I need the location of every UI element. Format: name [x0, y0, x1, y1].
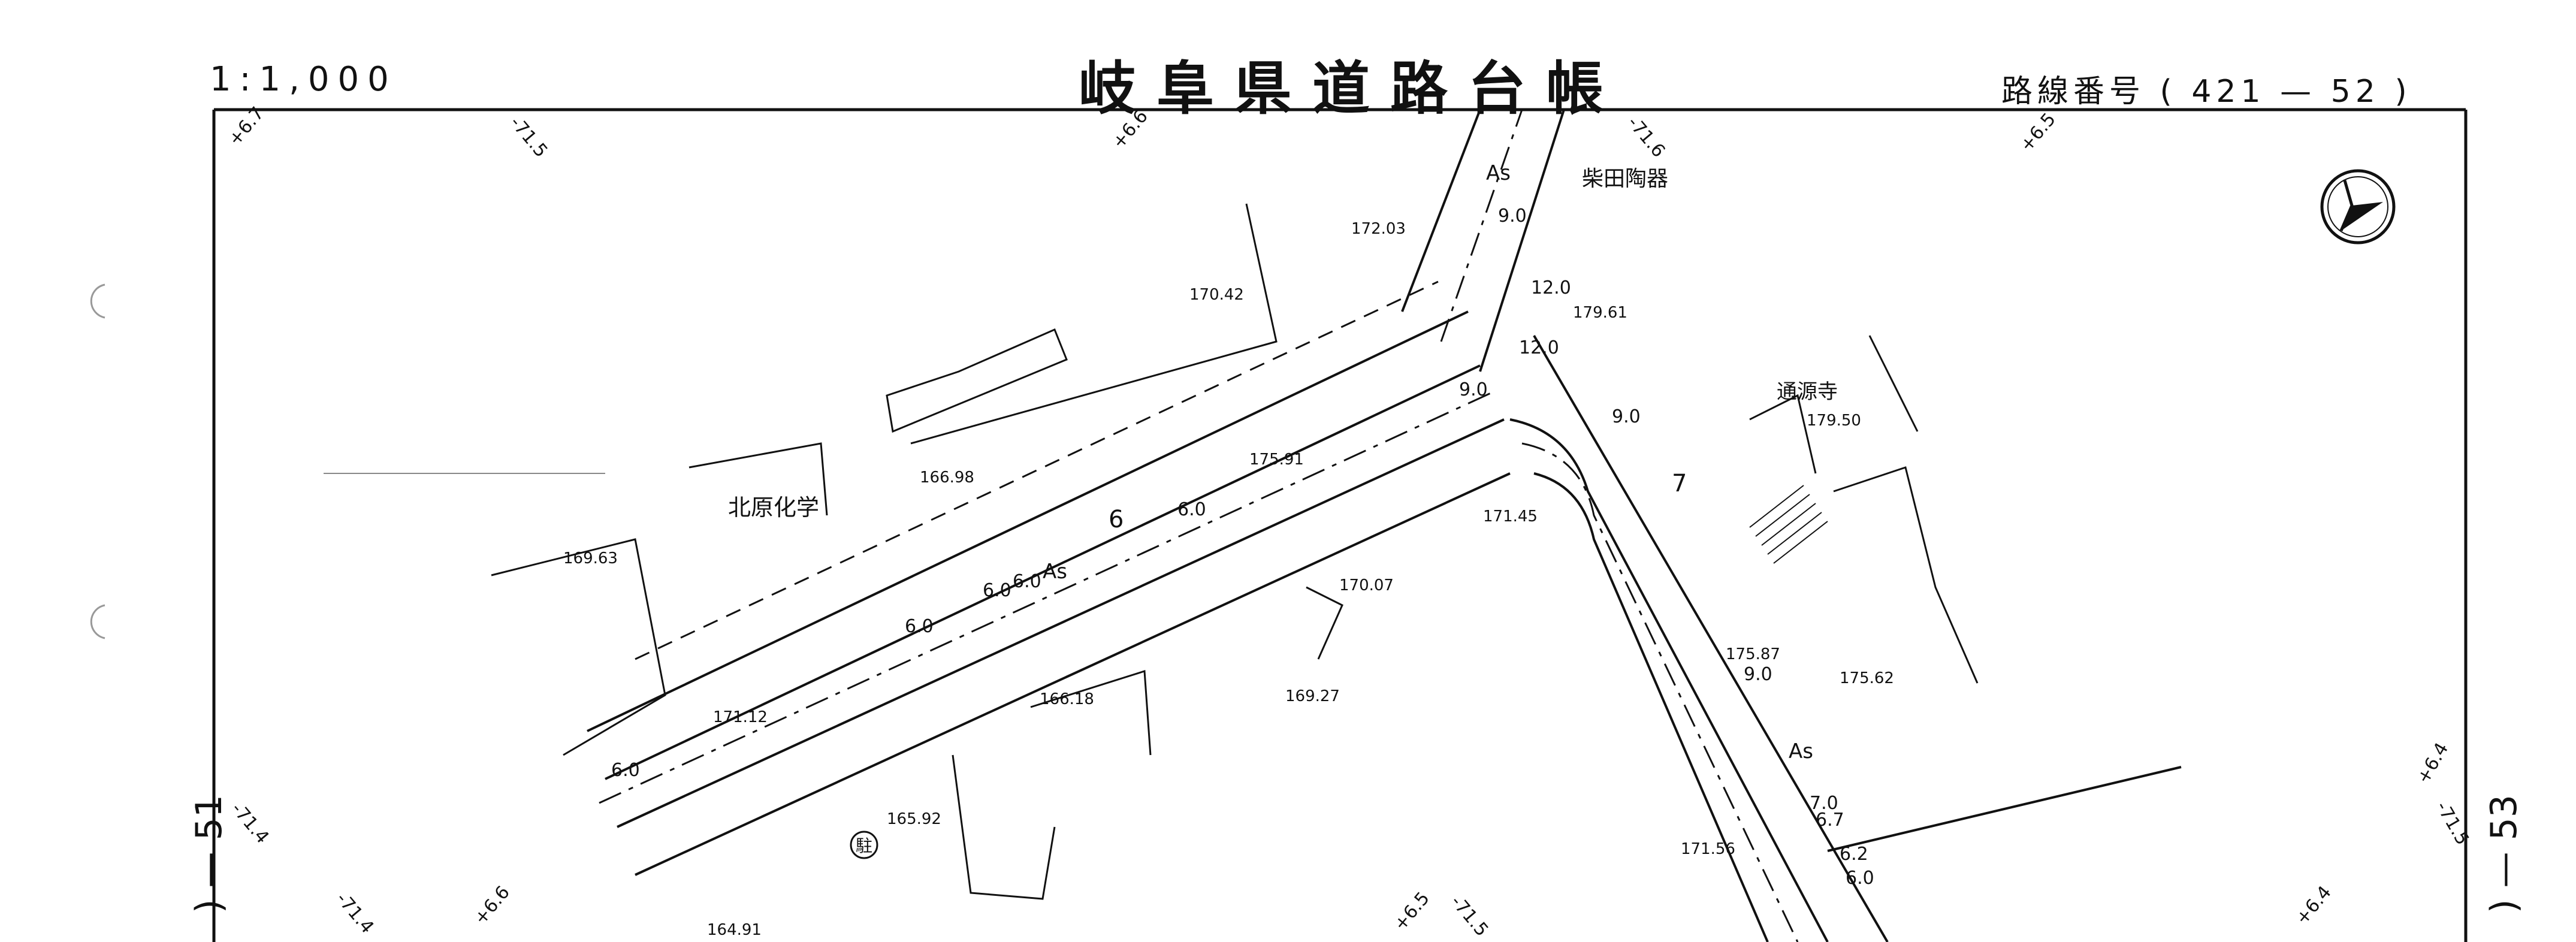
- width-label: 9.0: [1459, 379, 1488, 400]
- lot-outlines: [491, 203, 1979, 900]
- width-label: 6.0: [905, 616, 934, 637]
- elevation-label: 175.87: [1726, 645, 1780, 663]
- chainage-label: +6.5: [1390, 888, 1434, 935]
- route-number: 路線番号 ( 421 — 52 ): [2001, 74, 2412, 110]
- lane-number: 7: [1672, 470, 1687, 497]
- width-label: 6.0: [1013, 571, 1041, 592]
- binder-holes: [90, 283, 105, 639]
- chainage-label: +6.4: [2413, 739, 2453, 787]
- width-label: 12.0: [1531, 277, 1571, 298]
- chainage-label: -71.4: [332, 889, 378, 938]
- north-arrow-icon: [2320, 169, 2396, 244]
- chainage-label: +6.5: [2016, 109, 2060, 156]
- elevation-label: 179.50: [1807, 412, 1861, 430]
- width-label: 6.0: [1177, 499, 1206, 520]
- pavement-label: As: [1789, 739, 1813, 763]
- label-kitahara: 北原化学: [728, 494, 819, 521]
- chainage-label: +6.6: [1108, 106, 1152, 153]
- southeast-road: [1509, 334, 2182, 942]
- elevation-label: 175.91: [1249, 451, 1304, 469]
- elevation-label: 166.18: [1040, 690, 1094, 708]
- svg-text:駐: 駐: [856, 836, 872, 856]
- elevation-label: 169.27: [1285, 687, 1340, 705]
- chainage-label: -71.4: [227, 799, 273, 848]
- width-label: 6.0: [983, 580, 1011, 601]
- width-label: 6.7: [1816, 810, 1844, 831]
- width-label: 6.0: [1846, 868, 1874, 889]
- chainage-label: +6.6: [470, 882, 514, 929]
- map-frame: [212, 108, 2468, 942]
- width-label: 9.0: [1498, 206, 1527, 227]
- width-labels: 9.0 12.0 12.0 9.0 9.0 6.0 6.0 9.0 6.0 6.…: [611, 206, 1874, 889]
- chainage-label: +6.4: [2291, 882, 2336, 929]
- elevation-label: 172.03: [1351, 220, 1406, 238]
- elevation-label: 164.91: [707, 921, 762, 939]
- elevation-label: 166.98: [920, 469, 974, 487]
- parking-icon: 駐: [850, 831, 878, 859]
- chainage-label: -71.5: [1446, 892, 1493, 941]
- temple-stairs: [1749, 485, 1828, 564]
- main-road: [587, 280, 1511, 876]
- elevation-label: 169.63: [563, 550, 618, 567]
- elevation-label: 170.42: [1189, 286, 1244, 304]
- elevation-label: 175.62: [1840, 669, 1894, 687]
- chainage-label: -71.6: [1623, 113, 1669, 162]
- width-label: 9.0: [1744, 664, 1772, 685]
- chainage-labels: +6.7 -71.5 +6.6 -71.6 +6.5 -71.4 -71.4 +…: [224, 103, 2473, 941]
- elevation-labels: 172.03 170.42 179.61 179.50 175.91 171.4…: [563, 220, 1894, 939]
- width-label: 9.0: [1612, 406, 1641, 427]
- elevation-label: 171.45: [1483, 508, 1538, 526]
- elevation-label: 171.12: [713, 708, 768, 726]
- map-scale: 1:1,000: [210, 60, 397, 99]
- label-shibata: 柴田陶器: [1582, 167, 1668, 191]
- chainage-label: -71.5: [506, 113, 552, 162]
- width-label: 12.0: [1519, 337, 1559, 358]
- width-label: 7.0: [1810, 793, 1838, 814]
- elevation-label: 165.92: [887, 810, 941, 828]
- lane-number: 6: [1109, 506, 1124, 533]
- pavement-label: As: [1043, 560, 1067, 584]
- elevation-label: 170.07: [1339, 576, 1394, 594]
- pavement-label: As: [1486, 161, 1511, 185]
- elevation-label: 179.61: [1573, 304, 1627, 322]
- label-tsugen: 通源寺: [1777, 380, 1838, 404]
- north-road: [1401, 109, 1565, 372]
- elevation-label: 171.56: [1681, 840, 1735, 858]
- width-label: 6.0: [611, 760, 640, 781]
- width-label: 6.2: [1840, 844, 1868, 865]
